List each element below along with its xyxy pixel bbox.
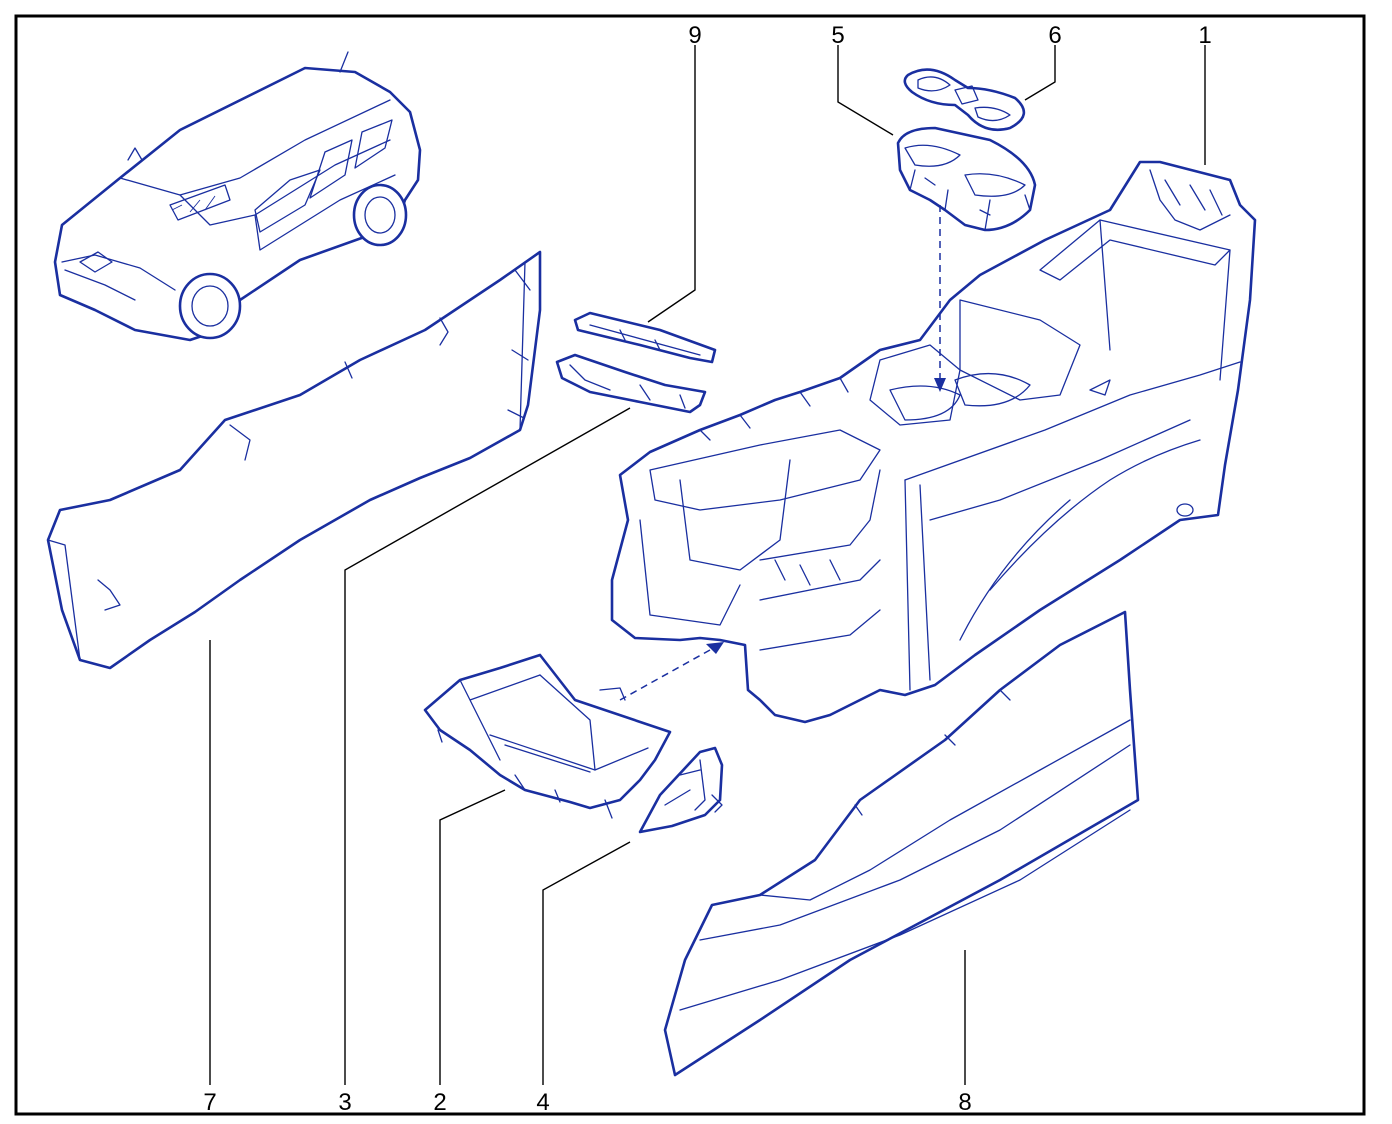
part-9-trim-strip	[573, 311, 717, 364]
part-8-side-panel	[663, 610, 1140, 1077]
leader-lines	[209, 45, 1206, 1085]
part-4-trim-piece	[638, 746, 724, 834]
part-3-trim-strip	[555, 353, 707, 414]
part-1-centre-console	[610, 160, 1257, 724]
assembly-arrows	[619, 205, 946, 701]
callout-5: 5	[831, 22, 844, 49]
part-5-cup-holder	[896, 126, 1037, 232]
callout-8: 8	[958, 1089, 971, 1116]
part-7-mesh-net	[46, 250, 542, 670]
callout-6: 6	[1048, 22, 1061, 49]
callout-2: 2	[433, 1089, 446, 1116]
diagram-frame	[14, 14, 1366, 1116]
callout-3: 3	[338, 1089, 351, 1116]
callout-4: 4	[536, 1089, 549, 1116]
part-2-storage-bin	[423, 653, 672, 819]
vehicle-locator-sketch	[53, 51, 422, 342]
callout-1: 1	[1198, 22, 1211, 49]
callout-7: 7	[203, 1089, 216, 1116]
callout-9: 9	[688, 22, 701, 49]
part-6-cup-holder-insert	[903, 68, 1026, 132]
